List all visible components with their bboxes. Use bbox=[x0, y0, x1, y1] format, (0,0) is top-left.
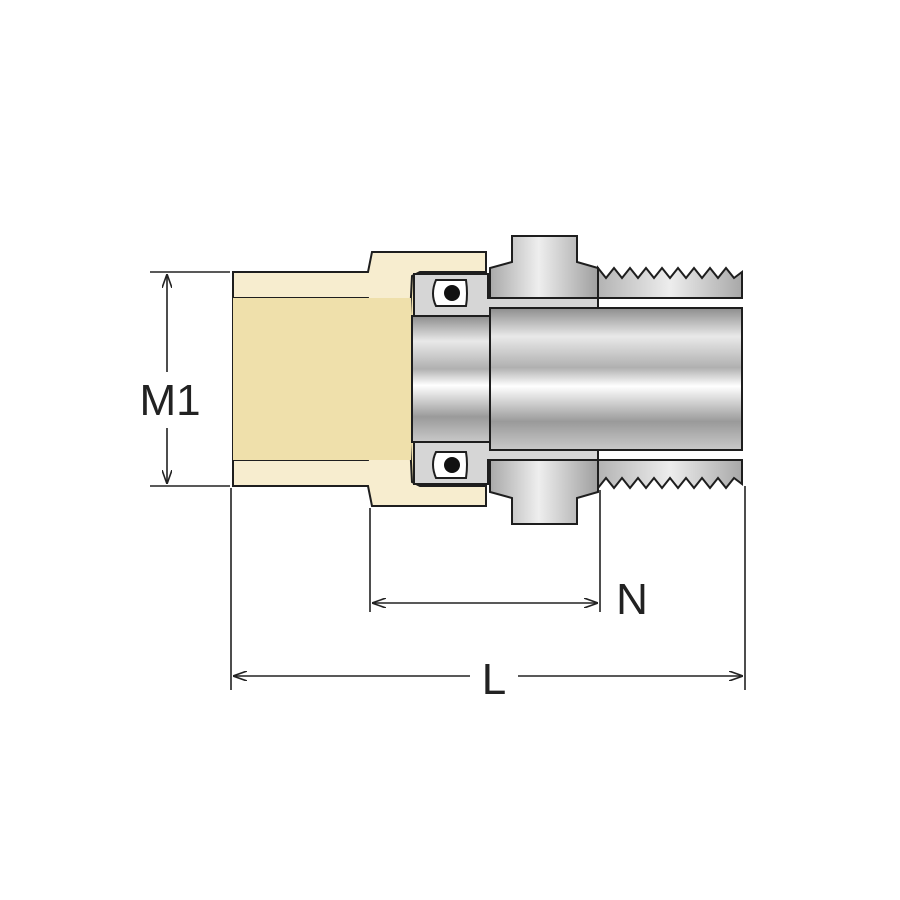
label-l: L bbox=[482, 655, 506, 704]
male-thread-bottom bbox=[597, 459, 743, 491]
o-ring-top-seal bbox=[444, 285, 460, 301]
dimension-lines bbox=[150, 271, 746, 690]
metal-insert bbox=[411, 235, 743, 525]
o-ring-top bbox=[432, 279, 468, 307]
o-ring-bottom-seal bbox=[444, 457, 460, 473]
label-n: N bbox=[616, 575, 648, 624]
hex-nut-top bbox=[489, 235, 599, 299]
o-ring-bottom bbox=[432, 451, 468, 479]
label-m1: M1 bbox=[139, 376, 200, 425]
insert-bore-main bbox=[489, 307, 743, 451]
hex-nut-bottom bbox=[489, 459, 599, 525]
cpvc-socket-body bbox=[232, 251, 487, 507]
insert-bore-left bbox=[411, 315, 491, 443]
male-thread-top bbox=[597, 265, 743, 299]
